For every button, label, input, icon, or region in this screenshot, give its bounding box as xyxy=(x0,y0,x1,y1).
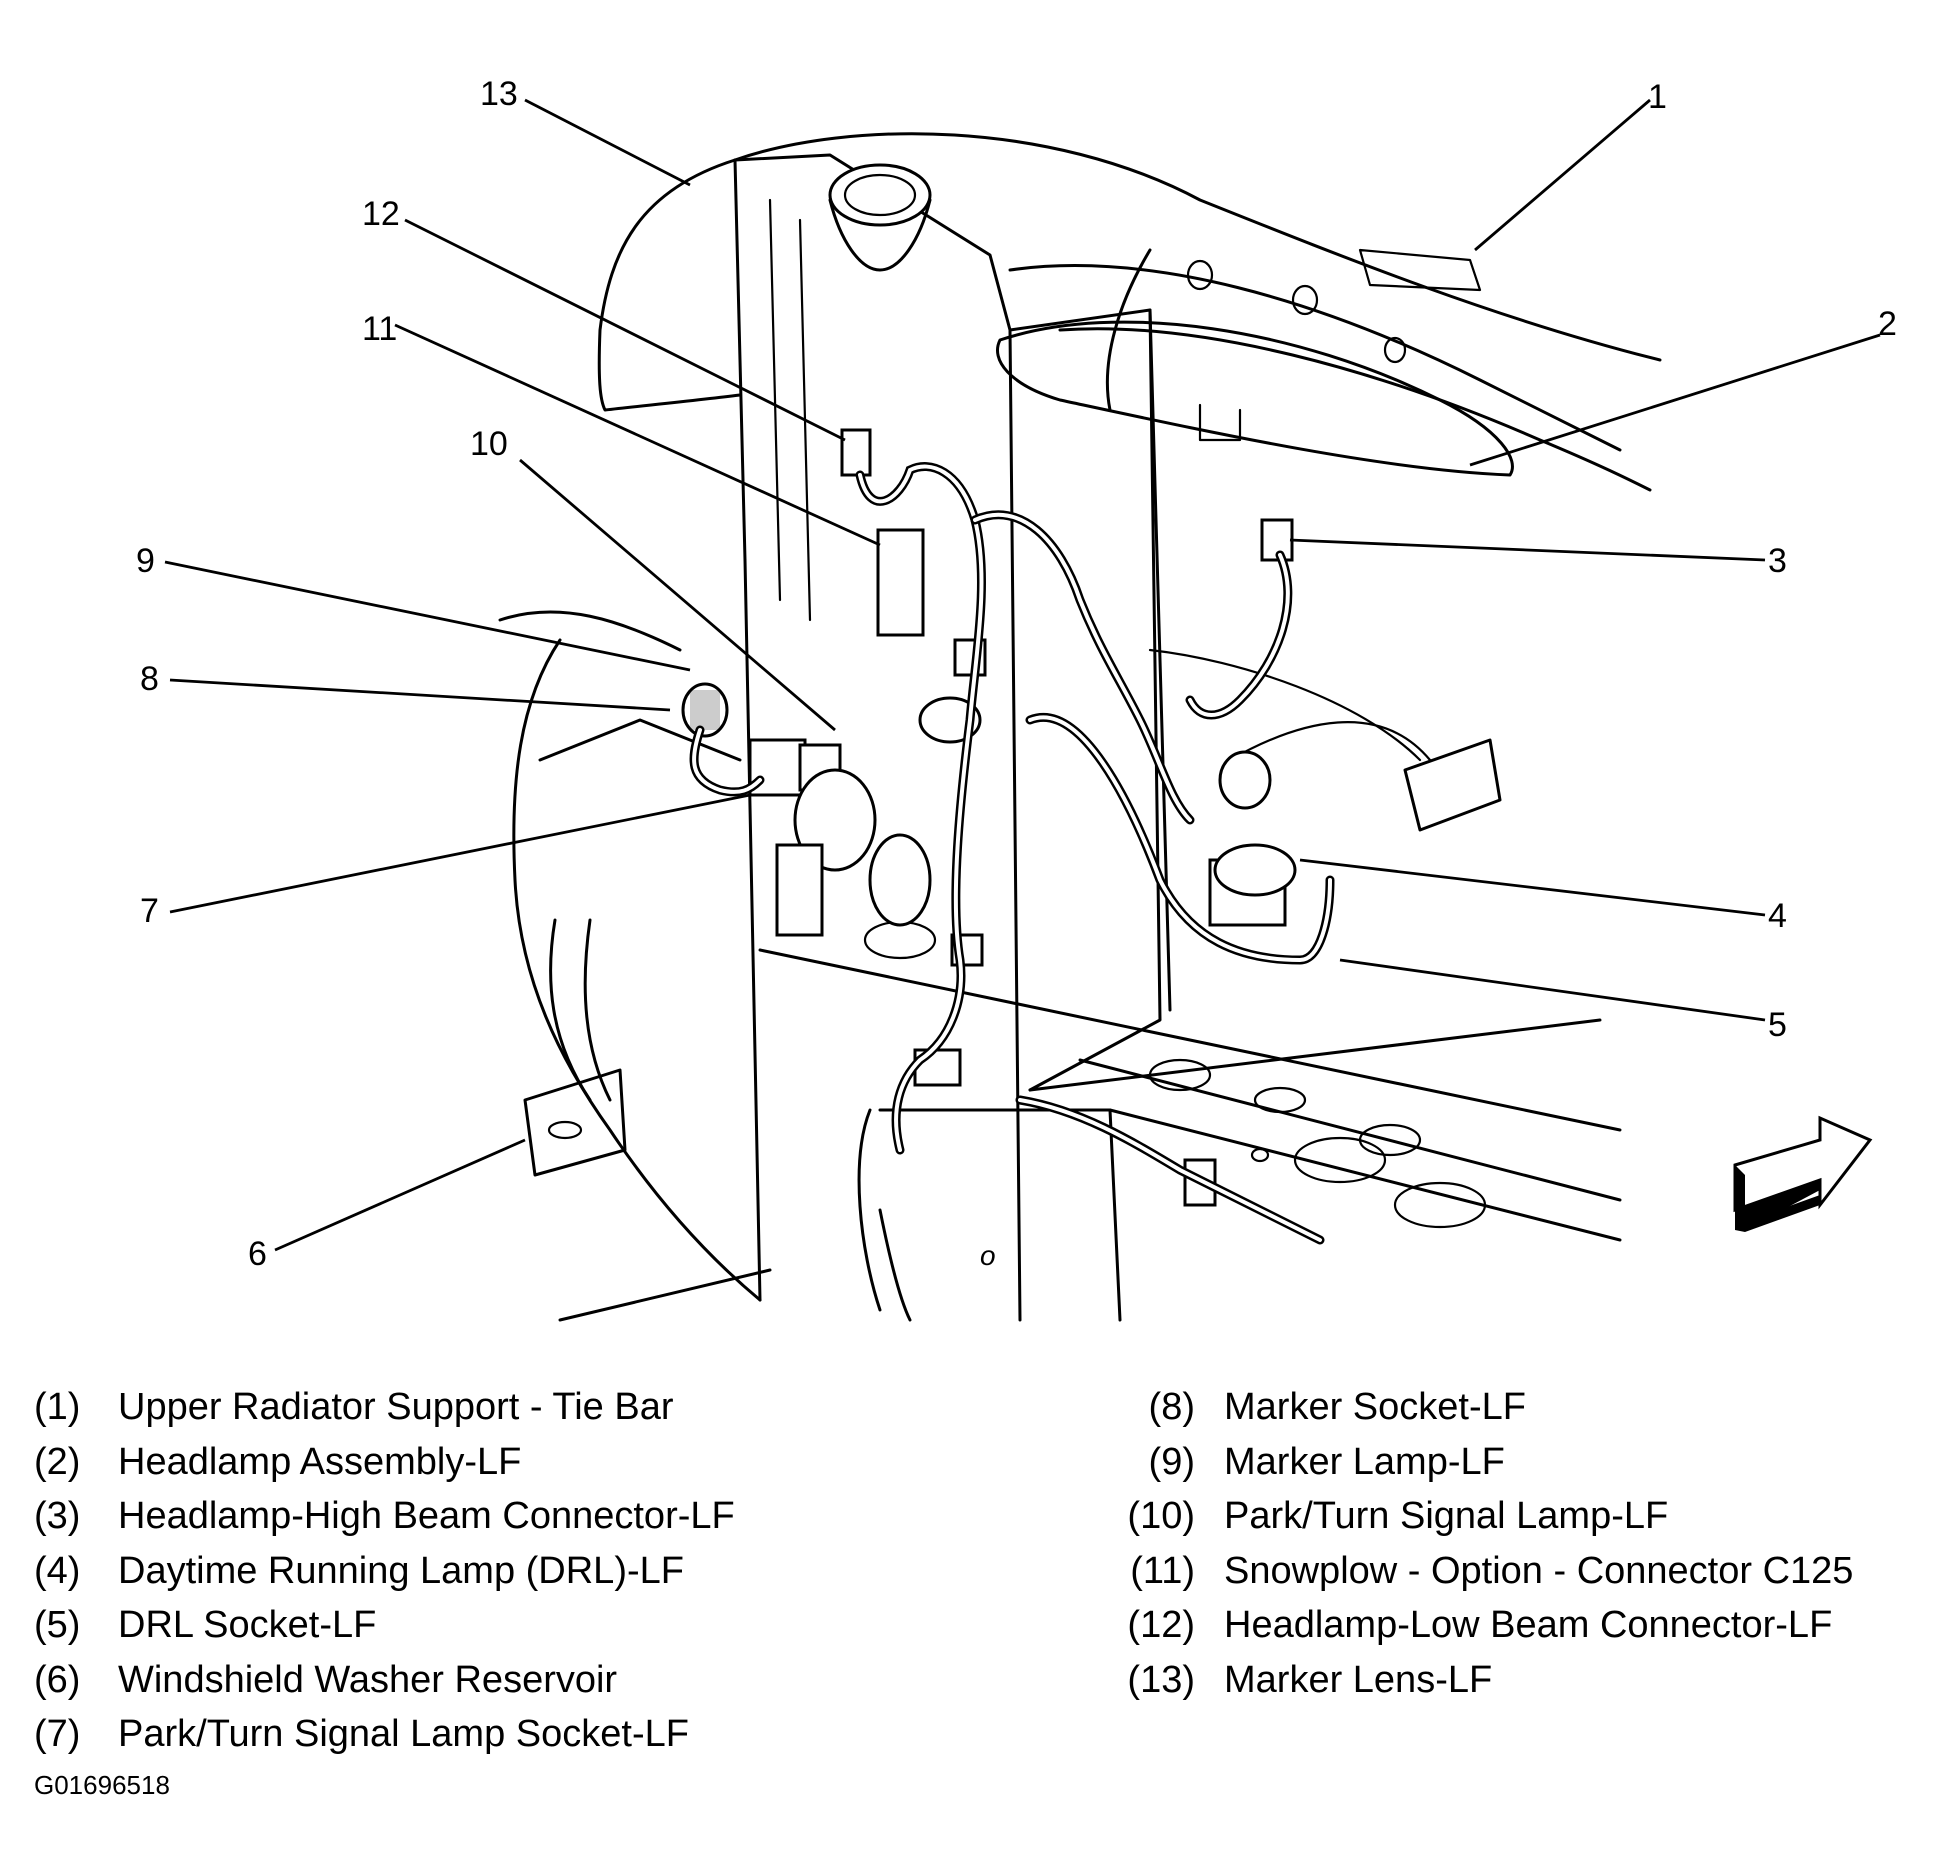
leader-10 xyxy=(519,458,836,732)
callout-4: 4 xyxy=(1768,897,1787,935)
figure-id: G01696518 xyxy=(34,1770,170,1800)
legend-number: (12) xyxy=(1127,1604,1195,1646)
component-location-diagram: o 1 2 3 4 5 6 7 8 9 10 11 12 13 xyxy=(136,75,1897,1322)
leader-11 xyxy=(394,323,881,547)
legend-number: (2) xyxy=(34,1440,81,1483)
svg-text:o: o xyxy=(980,1240,996,1271)
legend-label: Headlamp-Low Beam Connector-LF xyxy=(1224,1604,1833,1646)
callout-5: 5 xyxy=(1768,1006,1787,1044)
leader-9 xyxy=(164,560,691,672)
legend-number: (6) xyxy=(34,1658,81,1701)
reservoir-bracket xyxy=(523,1068,627,1177)
leader-6 xyxy=(274,1138,526,1252)
callout-8: 8 xyxy=(140,660,159,698)
leader-13 xyxy=(524,98,691,187)
leader-3 xyxy=(1289,538,1766,562)
marker-lens-outline xyxy=(512,158,762,1302)
legend-label: Snowplow - Option - Connector C125 xyxy=(1224,1549,1854,1592)
leader-1 xyxy=(1474,98,1651,252)
callout-7: 7 xyxy=(140,892,159,930)
legend-label: Marker Lamp-LF xyxy=(1224,1440,1505,1483)
legend-label: Upper Radiator Support - Tie Bar xyxy=(118,1386,674,1428)
legend-number: (13) xyxy=(1127,1658,1195,1701)
headlamp-assembly xyxy=(996,248,1514,477)
legend-number: (9) xyxy=(1148,1440,1195,1483)
leader-lines xyxy=(164,98,1881,1252)
leader-5 xyxy=(1339,958,1766,1022)
park-turn-lamp-area xyxy=(498,610,1297,937)
callout-6: 6 xyxy=(248,1235,267,1273)
legend-label: Headlamp-High Beam Connector-LF xyxy=(118,1495,735,1537)
callout-2: 2 xyxy=(1878,305,1897,343)
legend-number: (7) xyxy=(34,1713,81,1755)
callout-3: 3 xyxy=(1768,542,1787,580)
legend-number: (4) xyxy=(34,1549,81,1592)
legend-label: Headlamp Assembly-LF xyxy=(118,1440,522,1483)
leader-8 xyxy=(169,678,671,712)
legend-number: (1) xyxy=(34,1386,81,1428)
legend-label: Daytime Running Lamp (DRL)-LF xyxy=(118,1549,684,1592)
legend-label: Park/Turn Signal Lamp Socket-LF xyxy=(118,1713,689,1755)
wiring-harness xyxy=(689,462,1335,1245)
callout-9: 9 xyxy=(136,542,155,580)
legend-label: Windshield Washer Reservoir xyxy=(118,1658,618,1701)
callout-12: 12 xyxy=(362,195,400,233)
lower-outline: o xyxy=(558,1208,996,1322)
leader-12 xyxy=(404,218,846,442)
front-arrow-icon xyxy=(1733,1115,1873,1232)
connectors xyxy=(840,428,1294,1207)
legend-label: Marker Lens-LF xyxy=(1224,1658,1493,1701)
legend-number: (5) xyxy=(34,1604,81,1646)
legend-number: (11) xyxy=(1130,1549,1195,1592)
callout-labels: 1 2 3 4 5 6 7 8 9 10 11 12 13 xyxy=(136,75,1897,1273)
callout-11: 11 xyxy=(362,310,397,348)
legend-label: DRL Socket-LF xyxy=(118,1604,377,1646)
lower-support xyxy=(758,648,1622,1242)
legend-number: (8) xyxy=(1148,1386,1195,1428)
callout-10: 10 xyxy=(470,425,508,463)
callout-1: 1 xyxy=(1648,78,1667,116)
legend-label: Marker Socket-LF xyxy=(1224,1386,1526,1428)
leader-7 xyxy=(169,793,751,914)
legend-number: (10) xyxy=(1127,1495,1195,1537)
legend-number: (3) xyxy=(34,1495,81,1537)
leader-4 xyxy=(1299,858,1766,917)
leader-2 xyxy=(1469,333,1881,467)
legend-label: Park/Turn Signal Lamp-LF xyxy=(1224,1495,1669,1537)
callout-13: 13 xyxy=(480,75,518,113)
